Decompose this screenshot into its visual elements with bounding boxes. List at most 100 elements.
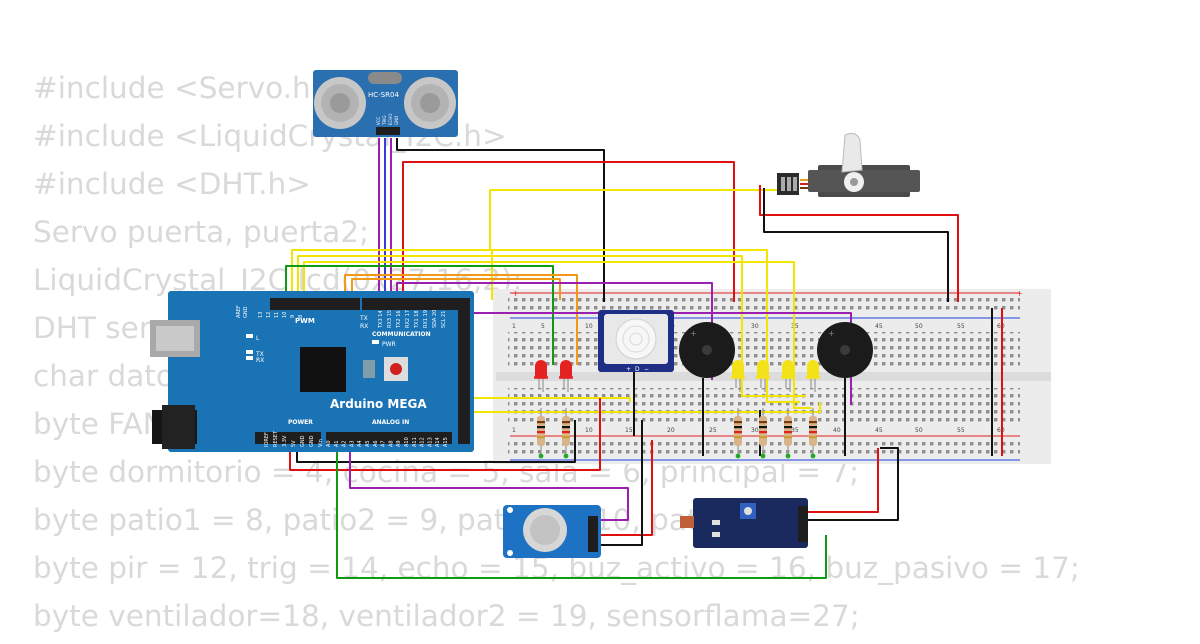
ultrasonic-pin-label: TRIG — [382, 115, 387, 126]
wire-yellow-b — [297, 255, 806, 397]
code-line: Servo puerta, puerta2; — [33, 215, 370, 249]
communication-label: COMMUNICATION — [372, 331, 431, 338]
column-number: 55 — [957, 323, 965, 330]
buzzer-active: + — [679, 322, 735, 378]
analog-pin-label: A3 — [349, 440, 355, 447]
power-pin-label: Vin — [318, 439, 324, 447]
wire-gas-red — [598, 440, 653, 536]
analog-pin-label: A14 — [435, 437, 441, 447]
column-number: 35 — [791, 427, 799, 434]
column-number: 55 — [957, 427, 965, 434]
wire-red-bottom — [289, 398, 601, 471]
column-number: 40 — [833, 427, 841, 434]
analog-pin-label: A12 — [420, 437, 426, 447]
power-pin-label: 5V — [291, 440, 297, 447]
code-line: #include <DHT.h> — [33, 167, 311, 201]
column-number: 45 — [875, 323, 883, 330]
buzzer-passive: + — [817, 322, 873, 378]
comm-pin-label: TX3 14 — [378, 310, 384, 329]
wire-yellow-c — [303, 261, 812, 409]
resistor — [809, 408, 817, 459]
wire-red-rail — [402, 161, 735, 302]
circuit-diagram: 151015202530354045505560 151015202530354… — [150, 70, 1051, 579]
led — [559, 360, 573, 392]
aref-pin-label: AREF — [236, 305, 242, 318]
analog-pin-label: A10 — [404, 437, 410, 447]
code-line: byte ventilador=18, ventilador2 = 19, se… — [33, 599, 860, 633]
digital-pin-label: 13 — [258, 312, 264, 318]
pwr-led-label: PWR — [382, 341, 396, 348]
comm-pin-label: TX2 16 — [396, 310, 402, 329]
led — [731, 360, 745, 392]
wire-ultrasonic-gnd — [396, 138, 605, 302]
code-line: byte FAN — [33, 407, 165, 441]
column-number: 1 — [512, 427, 516, 434]
wires — [285, 138, 1003, 579]
servo-motor — [777, 132, 920, 197]
svg-text:+: + — [828, 329, 835, 338]
wire-ldr-red — [808, 448, 879, 513]
analog-pin-label: A0 — [326, 440, 332, 447]
comm-pin-label: RX3 15 — [387, 310, 393, 328]
digital-pin-label: 9 — [290, 315, 296, 318]
power-pin-label: GND — [309, 435, 315, 447]
ultrasonic-pin-label: GND — [394, 116, 399, 125]
analog-pin-label: A6 — [373, 440, 379, 447]
resistor — [537, 408, 545, 459]
analog-pin-label: A2 — [342, 440, 348, 447]
analog-pin-label: A7 — [381, 440, 387, 447]
analog-pin-label: A9 — [396, 440, 402, 447]
analog-pin-label: A4 — [357, 440, 363, 447]
column-number: 30 — [751, 427, 759, 434]
pwm-label: PWM — [295, 317, 315, 325]
analog-pin-label: A5 — [365, 440, 371, 447]
comm-pin-label: SCL 21 — [441, 311, 447, 328]
led — [534, 360, 548, 392]
resistors — [537, 408, 817, 459]
ultrasonic-pin-label: VCC — [376, 116, 381, 125]
digital-pin-label: 10 — [282, 312, 288, 318]
comm-pin-label: SDA 20 — [432, 310, 438, 328]
gas-sensor-module — [503, 505, 601, 558]
power-pin-label: IOREF — [264, 432, 270, 447]
wire-gas-black — [598, 420, 643, 546]
code-line: char dato — [33, 359, 174, 393]
led-tx-label: TX — [255, 351, 264, 358]
digital-pin-label: 8 — [298, 315, 304, 318]
led — [756, 360, 770, 392]
resistor — [734, 408, 742, 459]
wire-orange-a — [344, 274, 578, 365]
analog-in-label: ANALOG IN — [372, 419, 409, 426]
power-pin-label: GND — [300, 435, 306, 447]
svg-text:+: + — [512, 289, 519, 298]
digital-pin-label: 12 — [266, 312, 272, 318]
column-number: 5 — [541, 323, 545, 330]
comm-pin-label: RX1 19 — [423, 310, 429, 328]
led — [806, 360, 820, 392]
column-number: 25 — [709, 427, 717, 434]
pir-sensor: +D− — [598, 310, 674, 373]
arduino-mega-board: L TX RX PWR PWM COMMUNICATION Arduino ME… — [150, 291, 474, 452]
wire-servo-red — [759, 185, 959, 302]
column-number: 50 — [915, 323, 923, 330]
leds — [534, 360, 820, 392]
column-number: 60 — [997, 427, 1005, 434]
svg-text:+: + — [1016, 289, 1023, 298]
resistor — [562, 408, 570, 459]
analog-pin-label: A8 — [388, 440, 394, 447]
wire-servo-black — [763, 188, 949, 302]
column-number: 60 — [997, 323, 1005, 330]
analog-pin-label: A1 — [334, 440, 340, 447]
rx-pin-label: RX — [360, 323, 368, 330]
led-rx-label: RX — [256, 357, 264, 364]
svg-text:+: + — [690, 329, 697, 338]
comm-pin-label: TX1 18 — [414, 310, 420, 329]
led-l-label: L — [256, 335, 260, 342]
light-sensor-module — [680, 498, 808, 548]
power-pin-label: RESET — [273, 430, 279, 447]
